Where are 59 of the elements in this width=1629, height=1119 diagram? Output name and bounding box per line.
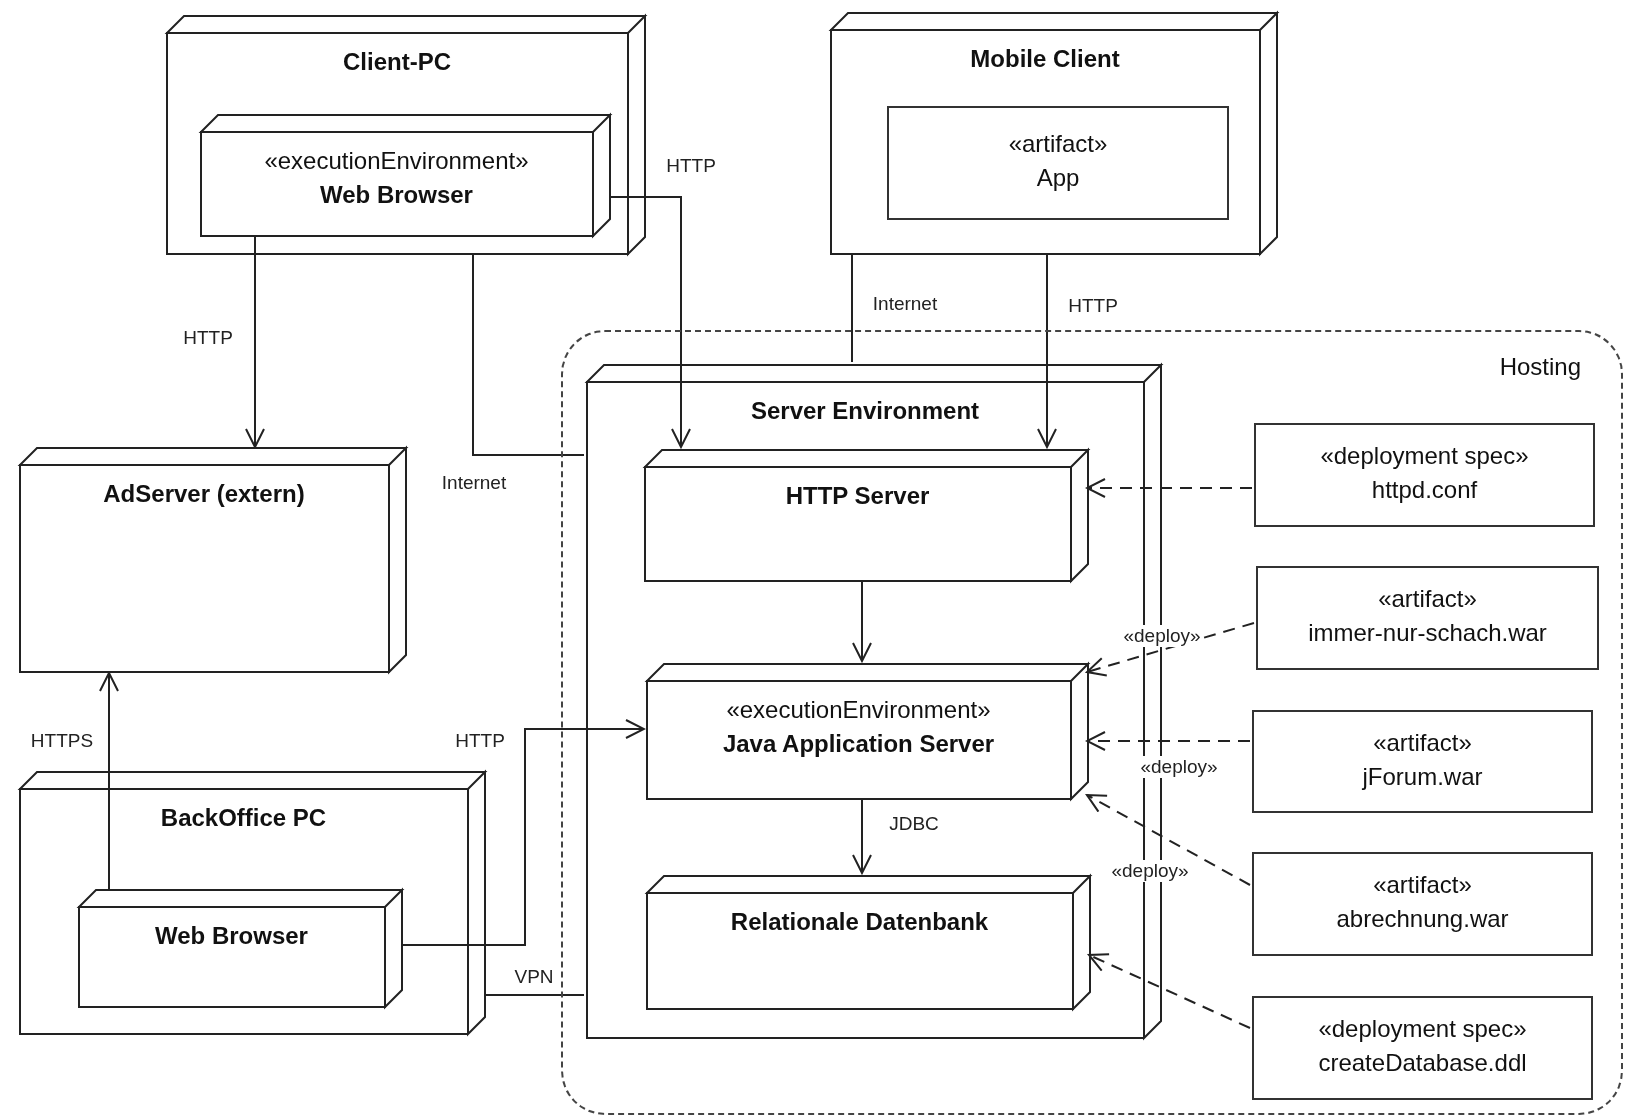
- edge-label: «deploy»: [1109, 860, 1191, 882]
- node-title: immer-nur-schach.war: [1308, 618, 1547, 648]
- node-cube: [200, 114, 611, 237]
- artifact-box: [1252, 996, 1593, 1100]
- artifact-box: [1252, 710, 1593, 813]
- node-cube: [646, 663, 1089, 800]
- arrow: [852, 797, 872, 874]
- artifact-box: [1256, 566, 1599, 670]
- node-cube: [646, 875, 1091, 1010]
- arrow: [99, 672, 119, 890]
- stereotype-label: «artifact»: [1008, 129, 1108, 159]
- hosting-region: [561, 330, 1623, 1115]
- dependency-arrow: [1088, 953, 1251, 1029]
- node-title: Client-PC: [343, 47, 451, 77]
- stereotype-label: «executionEnvironment»: [726, 695, 991, 725]
- edge-label: «deploy»: [1138, 756, 1220, 778]
- arrow: [852, 579, 872, 662]
- node-title: App: [1036, 163, 1080, 193]
- stereotype-label: «deployment spec»: [1318, 1014, 1527, 1044]
- stereotype-label: «artifact»: [1373, 870, 1472, 900]
- arrow: [245, 236, 265, 448]
- dependency-arrow: [1086, 478, 1253, 498]
- node-title: jForum.war: [1362, 761, 1483, 792]
- node-title: Java Application Server: [722, 729, 995, 759]
- stereotype-label: «executionEnvironment»: [264, 146, 529, 176]
- stereotype-label: «artifact»: [1373, 727, 1472, 758]
- node-title: Web Browser: [155, 921, 308, 951]
- node-title: BackOffice PC: [160, 803, 327, 833]
- artifact-box: [1254, 423, 1595, 527]
- arrow: [1037, 254, 1057, 448]
- node-cube: [19, 447, 407, 673]
- node-cube: [166, 15, 646, 255]
- dependency-arrow: [1086, 794, 1251, 886]
- stereotype-label: «artifact»: [1378, 584, 1477, 614]
- node-title: HTTP Server: [785, 481, 930, 511]
- arrow: [402, 719, 645, 946]
- node-title: Mobile Client: [970, 44, 1120, 74]
- connection-line: [472, 254, 585, 456]
- connection-line: [851, 254, 853, 363]
- node-cube: [19, 771, 486, 1035]
- artifact-box: [887, 106, 1229, 220]
- edge-label: «deploy»: [1121, 625, 1203, 647]
- node-title: createDatabase.ddl: [1318, 1048, 1527, 1078]
- node-title: abrechnung.war: [1336, 904, 1509, 934]
- node-cube: [644, 449, 1089, 582]
- dependency-arrow: [1086, 731, 1251, 751]
- arrow: [610, 196, 691, 448]
- node-title: Web Browser: [320, 180, 473, 210]
- node-cube: [78, 889, 403, 1008]
- connection-line: [485, 994, 585, 996]
- node-cube: [830, 12, 1278, 255]
- dependency-arrow: [1086, 622, 1255, 677]
- artifact-box: [1252, 852, 1593, 956]
- node-title: Server Environment: [750, 396, 980, 426]
- stereotype-label: «deployment spec»: [1320, 441, 1529, 471]
- region-label: Hosting: [1499, 352, 1581, 382]
- node-title: httpd.conf: [1371, 475, 1478, 505]
- node-title: Relationale Datenbank: [730, 907, 989, 937]
- node-title: AdServer (extern): [103, 479, 305, 509]
